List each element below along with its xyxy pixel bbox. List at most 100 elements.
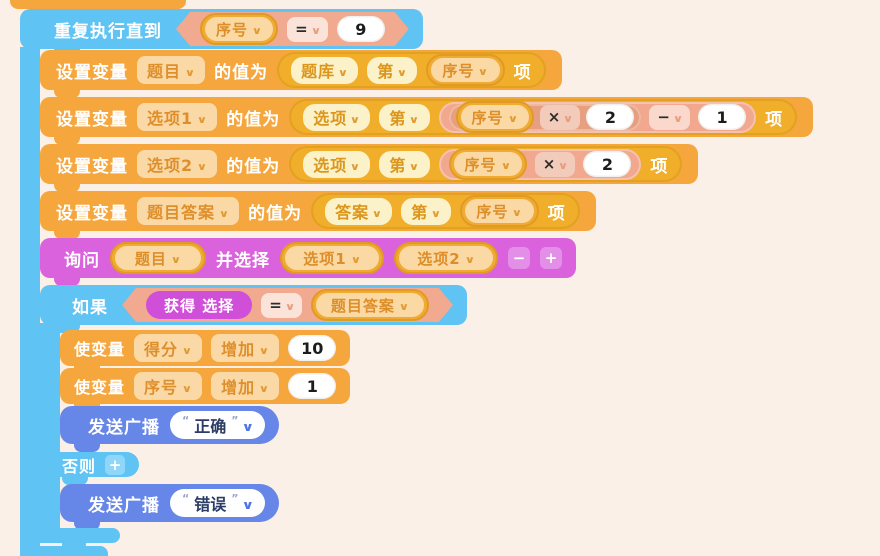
dropdown-chevron-icon — [674, 108, 682, 126]
add-option-button[interactable]: + — [540, 247, 562, 269]
variable-dropdown-xuhao[interactable]: 序号 — [426, 54, 505, 86]
operator-symbol: = — [295, 20, 308, 38]
item-suffix-label: 项 — [650, 156, 669, 177]
and-choose-label: 并选择 — [216, 250, 270, 271]
list-item-reporter[interactable]: 选项 第 序号 × 2 项 — [289, 146, 683, 182]
variable-dropdown-xuhao[interactable]: 序号 — [134, 372, 203, 400]
partial-block-above[interactable] — [10, 0, 186, 17]
dropdown-chevron-icon — [432, 202, 441, 221]
dropdown-chevron-icon — [286, 296, 294, 314]
variable-dropdown-timu[interactable]: 题目 — [137, 56, 206, 84]
value-of-label: 的值为 — [226, 109, 281, 130]
change-variable-keyword: 使变量 — [74, 378, 126, 397]
set-variable-answer-block[interactable]: 设置变量 题目答案 的值为 答案 第 序号 项 — [40, 191, 596, 239]
ordinal-dropdown-value: 第 — [389, 156, 407, 175]
variable-dropdown-xuhao[interactable]: 序号 — [200, 13, 278, 45]
block-connector-tab — [54, 184, 80, 192]
repeat-block-left-arm[interactable] — [20, 47, 40, 547]
set-variable-question-block[interactable]: 设置变量 题目 的值为 题库 第 序号 项 — [40, 50, 562, 98]
if-block-left-arm[interactable] — [40, 323, 60, 543]
variable-dropdown-xuanxiang2[interactable]: 选项2 — [137, 150, 218, 178]
number-input[interactable]: 2 — [586, 104, 635, 130]
change-variable-score-block[interactable]: 使变量 得分 增加 10 — [60, 330, 351, 374]
multiply-operator-dropdown[interactable]: × — [534, 151, 576, 177]
number-input[interactable]: 2 — [583, 151, 632, 177]
increase-action-dropdown[interactable]: 增加 — [211, 334, 280, 362]
remove-option-button[interactable]: − — [508, 247, 530, 269]
broadcast-message-dropdown[interactable]: “ 正确 ” — [170, 411, 266, 439]
operator-symbol: − — [657, 108, 670, 126]
value-of-label: 的值为 — [214, 62, 269, 83]
dropdown-chevron-icon — [373, 202, 382, 221]
number-input[interactable]: 10 — [288, 335, 337, 361]
dropdown-chevron-icon — [351, 155, 360, 174]
number-input[interactable]: 9 — [337, 16, 385, 42]
dropdown-chevron-icon — [186, 61, 195, 80]
list-dropdown-xuanxiang[interactable]: 选项 — [303, 103, 371, 131]
variable-dropdown-value: 题目 — [134, 249, 167, 268]
list-item-reporter[interactable]: 选项 第 序号 × — [289, 99, 798, 135]
list-dropdown-value: 选项 — [313, 156, 348, 175]
list-item-reporter[interactable]: 题库 第 序号 项 — [277, 52, 546, 88]
else-bar[interactable]: 否则 + — [40, 452, 140, 485]
operator-symbol: × — [542, 155, 556, 173]
variable-dropdown-value: 题目 — [147, 62, 182, 81]
variable-dropdown-xuanxiang1[interactable]: 选项1 — [280, 242, 384, 274]
number-input[interactable]: 1 — [698, 104, 747, 130]
variable-dropdown-timudaan[interactable]: 题目答案 — [311, 289, 429, 321]
variable-dropdown-defen[interactable]: 得分 — [134, 334, 203, 362]
action-dropdown-value: 增加 — [221, 340, 256, 359]
if-block-bottom-arm[interactable] — [40, 528, 120, 551]
ordinal-dropdown[interactable]: 第 — [401, 197, 452, 225]
ordinal-dropdown[interactable]: 第 — [367, 56, 418, 84]
list-dropdown-xuanxiang[interactable]: 选项 — [303, 150, 371, 178]
set-variable-option1-block[interactable]: 设置变量 选项1 的值为 选项 第 序号 — [40, 97, 814, 145]
ask-and-choose-block[interactable]: 询问 题目 并选择 选项1 选项2 − + — [40, 238, 576, 286]
item-suffix-label: 项 — [765, 109, 784, 130]
dropdown-chevron-icon — [509, 108, 518, 126]
variable-dropdown-timudaan[interactable]: 题目答案 — [137, 197, 240, 225]
set-variable-keyword: 设置变量 — [56, 109, 128, 130]
if-label: 如果 — [72, 297, 108, 318]
increase-action-dropdown[interactable]: 增加 — [211, 372, 280, 400]
dropdown-chevron-icon — [479, 61, 488, 79]
change-variable-index-block[interactable]: 使变量 序号 增加 1 — [60, 368, 351, 412]
broadcast-wrong-block[interactable]: 发送广播 “ 错误 ” — [60, 484, 280, 530]
variable-dropdown-value: 序号 — [216, 20, 249, 39]
repeat-until-block[interactable]: 重复执行直到 序号 = 9 — [20, 9, 423, 57]
list-item-reporter[interactable]: 答案 第 序号 项 — [311, 193, 580, 229]
variable-dropdown-xuhao[interactable]: 序号 — [460, 195, 539, 227]
variable-dropdown-xuhao[interactable]: 序号 — [448, 148, 527, 180]
multiplication-reporter[interactable]: 序号 × 2 — [448, 101, 642, 133]
else-label: 否则 — [62, 456, 97, 476]
variable-dropdown-xuanxiang1[interactable]: 选项1 — [137, 103, 218, 131]
equals-operator-dropdown[interactable]: = — [261, 293, 302, 318]
get-choice-reporter[interactable]: 获得 选择 — [146, 291, 252, 319]
ordinal-dropdown[interactable]: 第 — [379, 150, 430, 178]
add-else-branch-button[interactable]: + — [105, 454, 126, 475]
minus-operator-dropdown[interactable]: − — [649, 104, 691, 130]
if-block[interactable]: 如果 获得 选择 = 题目答案 — [40, 285, 467, 333]
multiply-operator-dropdown[interactable]: × — [539, 104, 581, 130]
value-of-label: 的值为 — [248, 203, 303, 224]
list-dropdown-daan[interactable]: 答案 — [325, 197, 393, 225]
multiplication-reporter[interactable]: 序号 × 2 — [438, 148, 642, 180]
subtraction-reporter[interactable]: 序号 × 2 − 1 — [438, 101, 757, 133]
variable-dropdown-timu[interactable]: 题目 — [110, 242, 206, 274]
broadcast-message-dropdown[interactable]: “ 错误 ” — [170, 489, 266, 517]
dropdown-chevron-icon — [253, 20, 262, 38]
variable-dropdown-xuanxiang2[interactable]: 选项2 — [394, 242, 498, 274]
broadcast-correct-block[interactable]: 发送广播 “ 正确 ” — [60, 406, 280, 452]
variable-dropdown-value: 选项2 — [147, 156, 194, 175]
action-dropdown-value: 增加 — [221, 378, 256, 397]
number-input[interactable]: 1 — [288, 373, 337, 399]
value-of-label: 的值为 — [226, 156, 281, 177]
list-dropdown-tiku[interactable]: 题库 — [291, 56, 359, 84]
repeat-block-bottom-arm[interactable] — [20, 546, 108, 556]
variable-dropdown-value: 选项2 — [417, 249, 461, 268]
set-variable-option2-block[interactable]: 设置变量 选项2 的值为 选项 第 序号 — [40, 144, 699, 192]
variable-dropdown-xuhao[interactable]: 序号 — [455, 101, 534, 133]
equals-operator-dropdown[interactable]: = — [287, 17, 328, 42]
ordinal-dropdown[interactable]: 第 — [379, 103, 430, 131]
dropdown-chevron-icon — [172, 249, 181, 267]
